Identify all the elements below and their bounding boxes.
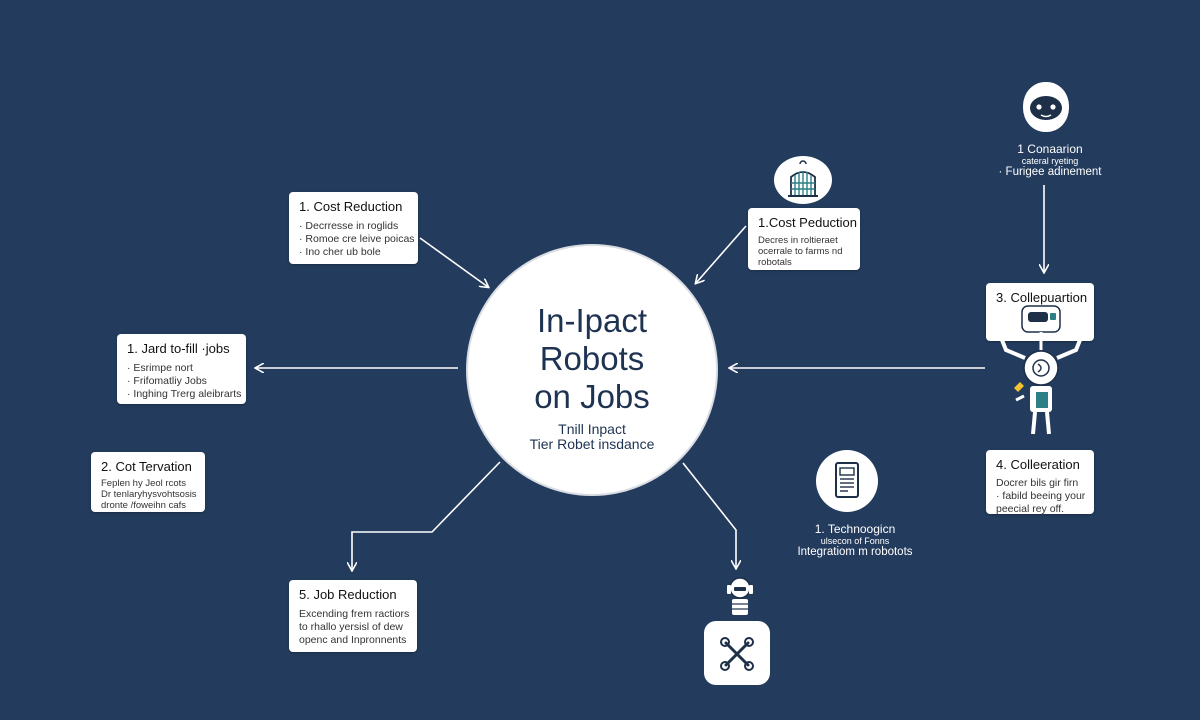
arrow-job-reduction (352, 461, 501, 570)
card-line: robotals (758, 257, 792, 268)
card-title: 2. Cot Tervation (101, 459, 192, 474)
label-line: Integratiom m robotots (797, 546, 913, 558)
humanoid-robot-icon (992, 300, 1090, 440)
card-cot-tervation: 2. Cot Tervation Feplen hy Jeol rcots Dr… (91, 452, 205, 512)
card-title: 1. Cost Reduction (299, 199, 403, 214)
card-line: · Ino cher ub bole (299, 246, 381, 258)
wrench-cross-icon (704, 621, 770, 685)
card-line: Docrer bils gir firn (996, 477, 1079, 489)
label-technology: 1. Technoogicn ulsecon of Fonns Integrat… (780, 522, 930, 559)
card-title: 5. Job Reduction (299, 587, 397, 602)
hub-title-line-2: Robots (539, 340, 645, 377)
label-title: 1. Technoogicn (814, 522, 896, 536)
card-line: · Frifomatliy Jobs (127, 375, 207, 387)
robot-face-icon (1023, 82, 1069, 132)
arrow-cost-reduction (419, 237, 488, 287)
card-line: · Inghing Trerg aleibrarts (127, 388, 242, 400)
hub-subtitle: Tnill Inpact Tier Robet insdance (468, 422, 716, 452)
card-line: ocerrale to farms nd (758, 246, 843, 257)
card-line: · Esrimpe nort (127, 362, 193, 374)
label-conversion: 1 Conaarion cateral ryeting · Furigee ad… (985, 142, 1115, 179)
card-job-reduction: 5. Job Reduction Excending frem ractiors… (289, 580, 417, 652)
central-hub: In-Ipact Robots on Jobs Tnill Inpact Tie… (468, 246, 716, 494)
label-line: cateral ryeting (1021, 156, 1079, 166)
robot-head-icon (717, 573, 763, 619)
card-line: dronte /foweihn cafs (101, 500, 187, 511)
card-line: · Romoe cre leive poicas (299, 233, 415, 245)
card-line: to rhallo yersisl of dew (299, 621, 403, 633)
label-title: 1 Conaarion (1017, 142, 1083, 156)
card-line: Excending frem ractiors (299, 608, 410, 620)
hub-subtitle-line-2: Tier Robet insdance (529, 436, 655, 452)
card-hard-to-fill-jobs: 1. Jard to-fill ·jobs · Esrimpe nort · F… (117, 334, 246, 404)
tablet-icon (816, 450, 878, 512)
card-cost-peduction: 1.Cost Peduction Decres in roltieraet oc… (748, 208, 860, 270)
card-title: 1.Cost Peduction (758, 215, 858, 230)
label-line: · Furigee adinement (998, 166, 1102, 178)
card-line: · fabild beeing your (996, 490, 1086, 502)
card-colleeration: 4. Colleeration Docrer bils gir firn · f… (986, 450, 1094, 515)
label-line: ulsecon of Fonns (820, 536, 890, 546)
hub-title-line-1: In-Ipact (536, 302, 648, 339)
card-cost-reduction: 1. Cost Reduction · Decrresse in roglids… (289, 192, 418, 264)
card-line: · Decrresse in roglids (299, 220, 399, 232)
card-line: Dr tenlaryhysvohtsosis (101, 489, 197, 500)
arrow-technology (682, 462, 736, 568)
card-line: openc and Inpronnents (299, 634, 407, 646)
card-title: 3. Collepuartion (996, 290, 1088, 305)
arrow-cost-peduction (696, 225, 747, 283)
card-title: 1. Jard to-fill ·jobs (127, 341, 230, 356)
card-line: Decres in roltieraet (758, 235, 838, 246)
hub-title-line-3: on Jobs (534, 378, 650, 415)
card-line: Feplen hy Jeol rcots (101, 478, 187, 489)
hub-subtitle-line-1: Tnill Inpact (558, 421, 626, 437)
card-title: 4. Colleeration (996, 457, 1080, 472)
cage-icon (774, 156, 832, 204)
hub-title: In-Ipact Robots on Jobs (468, 302, 716, 416)
card-line: peecial rey off. (996, 503, 1065, 515)
